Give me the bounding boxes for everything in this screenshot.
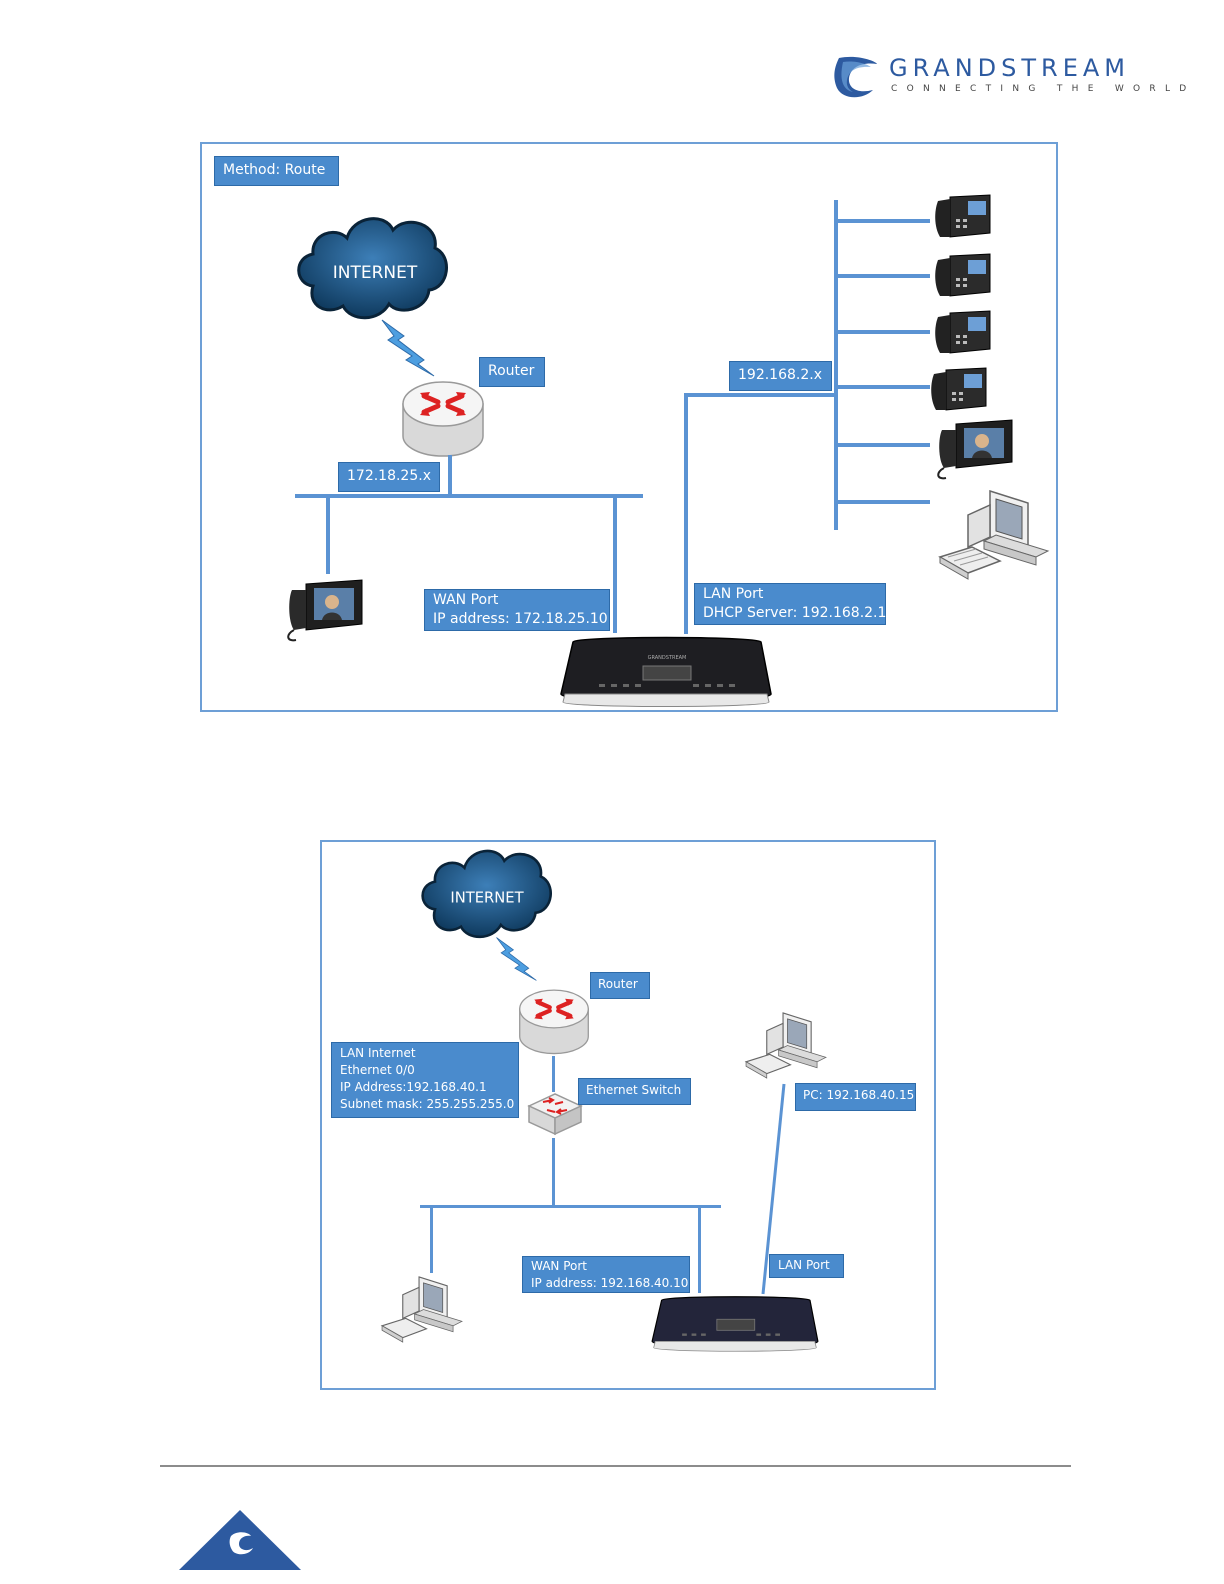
internet-cloud-icon: INTERNET	[297, 217, 448, 320]
router-info-line4: Subnet mask: 255.255.255.0	[340, 1097, 515, 1111]
lan-bus-line	[834, 200, 838, 530]
ip-phone-icon	[931, 367, 987, 411]
switch-drop-line	[552, 1138, 555, 1206]
wan-port-line1: WAN Port	[531, 1259, 587, 1273]
ip-phone-icon	[935, 253, 991, 297]
desktop-pc-icon	[938, 489, 1050, 580]
wan-port-line1: WAN Port	[433, 592, 499, 608]
lightning-bolt-icon	[496, 937, 537, 981]
lan-branch-2	[836, 274, 930, 278]
router-label: Router	[590, 972, 650, 999]
diagram-switch-frame	[320, 840, 936, 1390]
brand-name: GRANDSTREAM	[889, 54, 1131, 82]
lan-branch-4	[836, 385, 930, 389]
method-label: Method: Route	[214, 156, 339, 186]
wan-drop-line	[613, 496, 617, 633]
lan-branch-5	[836, 443, 930, 447]
video-phone-icon	[287, 579, 363, 642]
ip-phone-icon	[935, 194, 991, 238]
grandstream-logo: GRANDSTREAM CONNECTING THE WORLD	[833, 54, 1186, 100]
diagram-route-frame	[200, 142, 1058, 712]
ethernet-switch-icon	[527, 1093, 583, 1136]
lan-port-label: LAN Port	[769, 1254, 844, 1278]
wan-subnet-label: 172.18.25.x	[338, 462, 440, 492]
cloud-label: INTERNET	[333, 263, 418, 283]
wan-port-label: WAN Port IP address: 192.168.40.10	[522, 1256, 690, 1293]
lan-drop-line	[684, 394, 688, 634]
internet-cloud-icon: INTERNET	[421, 849, 552, 939]
router-drop-line	[448, 455, 452, 495]
lan-port-link-line	[761, 1083, 786, 1295]
device-brand-text: GRANDSTREAM	[648, 655, 687, 661]
wan-port-line2: IP address: 172.18.25.10	[433, 611, 608, 627]
desktop-pc-icon	[380, 1276, 463, 1343]
grandstream-swoosh-icon	[834, 56, 877, 98]
brand-tagline: CONNECTING THE WORLD	[891, 84, 1196, 94]
wan-bus-line	[295, 494, 643, 498]
router-info-line1: LAN Internet	[340, 1046, 416, 1060]
lan-feed-line	[684, 393, 836, 397]
lightning-bolt-icon	[381, 319, 435, 377]
lan-branch-3	[836, 330, 930, 334]
video-phone-icon	[937, 419, 1013, 480]
lan-port-label: LAN Port DHCP Server: 192.168.2.1	[694, 583, 886, 625]
phone-drop-line	[326, 496, 330, 574]
ethernet-switch-label: Ethernet Switch	[578, 1078, 691, 1105]
cloud-label: INTERNET	[450, 889, 524, 906]
router-icon	[519, 989, 589, 1055]
router-info-line2: Ethernet 0/0	[340, 1063, 415, 1077]
ucm-device-icon	[651, 1296, 819, 1352]
router-switch-line	[552, 1056, 555, 1092]
lan-bus-line	[420, 1205, 721, 1208]
router-info-label: LAN Internet Ethernet 0/0 IP Address:192…	[331, 1042, 519, 1118]
footer-divider	[160, 1465, 1071, 1467]
ucm-device-icon: GRANDSTREAM	[560, 636, 772, 707]
wan-drop-line	[698, 1207, 701, 1293]
router-info-line3: IP Address:192.168.40.1	[340, 1080, 487, 1094]
pc-address-label: PC: 192.168.40.15	[795, 1083, 916, 1111]
lan-port-line2: DHCP Server: 192.168.2.1	[703, 605, 887, 621]
router-label: Router	[479, 357, 545, 387]
desktop-pc-icon	[744, 1012, 827, 1079]
pc-drop-line	[430, 1207, 433, 1273]
wan-port-line2: IP address: 192.168.40.10	[531, 1276, 689, 1290]
lan-branch-6	[836, 500, 930, 504]
ip-phone-icon	[935, 310, 991, 354]
lan-branch-1	[836, 219, 930, 223]
wan-port-label: WAN Port IP address: 172.18.25.10	[424, 589, 610, 631]
footer-logo-triangle-icon	[179, 1510, 301, 1570]
lan-port-line1: LAN Port	[703, 586, 764, 602]
lan-subnet-label: 192.168.2.x	[729, 361, 832, 391]
router-icon	[402, 381, 484, 457]
